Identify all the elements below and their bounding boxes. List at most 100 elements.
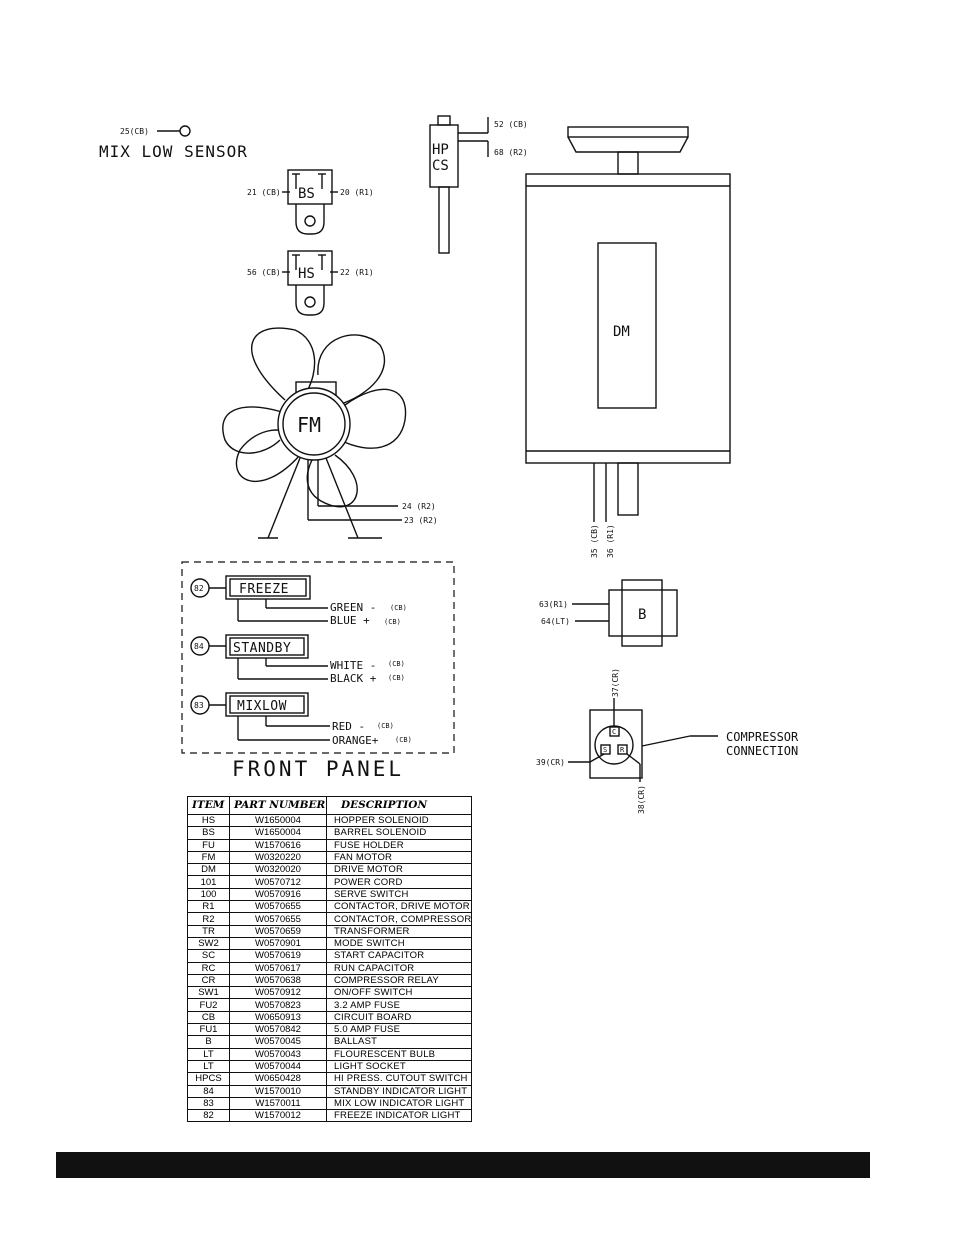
light-83-wire1-term: (CB) (377, 722, 394, 730)
hs-wire-left: 56 (CB) (247, 268, 281, 277)
footer-bar (56, 1152, 870, 1178)
front-panel-title: FRONT PANEL (232, 757, 404, 781)
ballast-code: B (638, 607, 646, 623)
cell-part-number: W1570010 (229, 1084, 327, 1098)
mix-low-sensor-label: MIX LOW SENSOR (99, 142, 248, 161)
dm-wire-a: 35 (CB) (590, 524, 599, 558)
cell-part-number: W0570823 (229, 998, 327, 1012)
cell-description: START CAPACITOR (326, 949, 472, 963)
cell-description: COMPRESSOR RELAY (326, 973, 472, 988)
cell-part-number: W0570638 (229, 973, 327, 988)
cell-description: MODE SWITCH (326, 936, 472, 951)
comp-wire-left: 39(CR) (536, 758, 565, 767)
cell-part-number: W0570712 (229, 875, 327, 889)
cell-description: POWER CORD (326, 875, 472, 889)
cell-part-number: W0570655 (229, 912, 327, 926)
cell-description: DRIVE MOTOR (326, 863, 472, 877)
hpcs-code-bottom: CS (432, 158, 449, 174)
light-84-wire2: BLACK + (330, 672, 377, 685)
cell-part-number: W0570901 (229, 936, 327, 951)
light-83-number: 83 (194, 701, 204, 710)
cell-part-number: W0570619 (229, 949, 327, 963)
bs-wire-left: 21 (CB) (247, 188, 281, 197)
light-84-wire1: WHITE - (330, 659, 376, 672)
header-item: ITEM (187, 796, 230, 815)
cell-description: FUSE HOLDER (326, 838, 472, 852)
parts-table-header-row: ITEM PART NUMBER DESCRIPTION (187, 796, 472, 815)
compressor-connection (568, 698, 718, 782)
cell-description: MIX LOW INDICATOR LIGHT (326, 1096, 472, 1111)
dm-code: DM (613, 324, 630, 340)
cell-description: BARREL SOLENOID (326, 826, 472, 840)
ballast-wire-b: 64(LT) (541, 617, 570, 626)
cell-description: 5.0 AMP FUSE (326, 1023, 472, 1037)
cell-part-number: W1570011 (229, 1096, 327, 1111)
comp-label-line1: COMPRESSOR (726, 730, 799, 744)
cell-item: SC (187, 949, 230, 963)
cell-description: TRANSFORMER (326, 924, 472, 938)
cell-item: 83 (187, 1096, 230, 1111)
cell-description: FLOURESCENT BULB (326, 1047, 472, 1061)
cell-item: FM (187, 850, 230, 865)
cell-item: SW2 (187, 936, 230, 951)
cell-description: FREEZE INDICATOR LIGHT (326, 1109, 472, 1123)
cell-item: 84 (187, 1084, 230, 1098)
hpcs-wire-top: 52 (CB) (494, 120, 528, 129)
cell-description: BALLAST (326, 1035, 472, 1049)
light-84-number: 84 (194, 642, 204, 651)
hopper-solenoid (282, 250, 338, 316)
header-description: DESCRIPTION (326, 796, 472, 815)
cell-item: 100 (187, 887, 230, 902)
cell-description: STANDBY INDICATOR LIGHT (326, 1084, 472, 1098)
fm-wire-a: 24 (R2) (402, 502, 436, 511)
cell-item: FU (187, 838, 230, 852)
cell-part-number: W0570045 (229, 1035, 327, 1049)
ballast-wire-a: 63(R1) (539, 600, 568, 609)
light-83-label: MIXLOW (237, 699, 287, 714)
bs-wire-right: 20 (R1) (340, 188, 374, 197)
comp-label-line2: CONNECTION (726, 744, 798, 758)
mix-low-sensor-wire: 25(CB) (120, 127, 149, 136)
ballast (572, 579, 678, 647)
cell-item: CR (187, 973, 230, 988)
light-82-number: 82 (194, 584, 204, 593)
light-84-wire2-term: (CB) (388, 674, 405, 682)
comp-wire-right: 38(CR) (637, 785, 646, 814)
cell-part-number: W0320220 (229, 850, 327, 865)
cell-description: CONTACTOR, COMPRESSOR (326, 912, 472, 926)
cell-item: SW1 (187, 986, 230, 1000)
cell-description: CIRCUIT BOARD (326, 1010, 472, 1025)
comp-pin-r: R (620, 746, 625, 754)
header-part-number: PART NUMBER (229, 796, 327, 815)
fm-wire-b: 23 (R2) (404, 516, 438, 525)
cell-part-number: W1650004 (229, 813, 327, 828)
cell-part-number: W0650913 (229, 1010, 327, 1025)
cell-description: LIGHT SOCKET (326, 1059, 472, 1074)
barrel-solenoid (282, 169, 338, 235)
cell-description: FAN MOTOR (326, 850, 472, 865)
hs-wire-right: 22 (R1) (340, 268, 374, 277)
cell-item: CB (187, 1010, 230, 1025)
cell-part-number: W1570012 (229, 1109, 327, 1123)
cell-part-number: W1650004 (229, 826, 327, 840)
cell-item: LT (187, 1047, 230, 1061)
cell-part-number: W0570842 (229, 1023, 327, 1037)
comp-pin-c: C (612, 728, 616, 736)
